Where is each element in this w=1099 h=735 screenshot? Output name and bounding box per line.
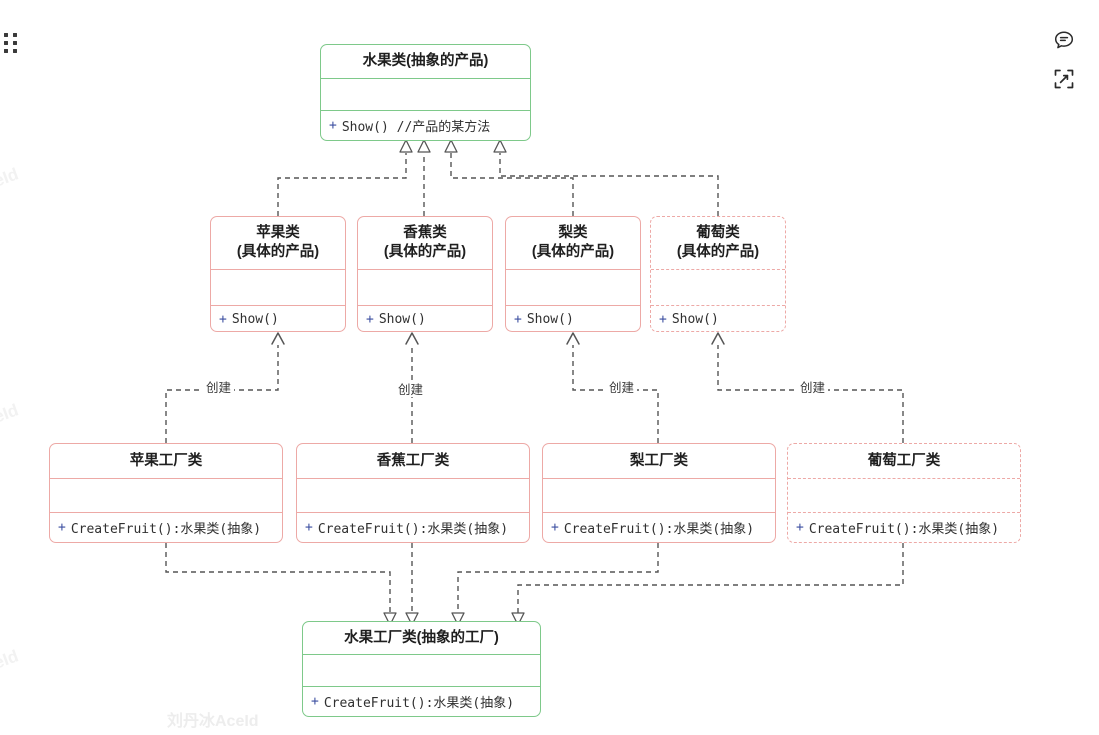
class-box-factory-apple[interactable]: 苹果工厂类 + CreateFruit():水果类(抽象) [49, 443, 283, 543]
visibility-marker: + [551, 519, 559, 535]
visibility-marker: + [311, 693, 319, 709]
class-attributes-product-grape [651, 269, 785, 305]
class-box-abstract-factory[interactable]: 水果工厂类(抽象的工厂) + CreateFruit():水果类(抽象) [302, 621, 541, 717]
visibility-marker: + [305, 519, 313, 535]
class-operations-product-grape: + Show() [651, 305, 785, 331]
operation-text: CreateFruit():水果类(抽象) [317, 521, 509, 537]
visibility-marker: + [366, 312, 374, 327]
class-operations-product-pear: + Show() [506, 305, 640, 331]
class-operations-abstract-product: + Show() //产品的某方法 [321, 110, 530, 140]
dot [4, 33, 8, 37]
class-attributes-factory-grape [788, 478, 1020, 512]
dot [13, 49, 17, 53]
class-name-line1: 香蕉类 [403, 225, 447, 241]
watermark-left-2: eId [0, 400, 21, 427]
class-name-product-banana: 香蕉类 (具体的产品) [358, 217, 492, 269]
operation-text: CreateFruit():水果类(抽象) [563, 521, 755, 537]
operation-text: Show() [671, 312, 719, 327]
watermark-left-3: eId [0, 646, 21, 673]
class-box-product-grape[interactable]: 葡萄类 (具体的产品) + Show() [650, 216, 786, 332]
operation-text: Show() [378, 312, 426, 327]
class-name-abstract-product: 水果类(抽象的产品) [362, 53, 489, 69]
operation-text: Show() [231, 312, 279, 327]
class-operations-factory-banana: + CreateFruit():水果类(抽象) [297, 512, 529, 541]
class-attributes-product-apple [211, 269, 345, 305]
class-name-product-grape: 葡萄类 (具体的产品) [651, 217, 785, 269]
class-operations-factory-grape: + CreateFruit():水果类(抽象) [788, 512, 1020, 541]
class-operations-abstract-factory: + CreateFruit():水果类(抽象) [303, 686, 540, 715]
class-operations-product-banana: + Show() [358, 305, 492, 331]
visibility-marker: + [219, 312, 227, 327]
class-box-product-pear[interactable]: 梨类 (具体的产品) + Show() [505, 216, 641, 332]
class-name-abstract-factory: 水果工厂类(抽象的工厂) [344, 629, 499, 646]
visibility-marker: + [514, 312, 522, 327]
dot [13, 33, 17, 37]
edge-label-create-grape: 创建 [797, 381, 829, 395]
class-attributes-factory-banana [297, 478, 529, 512]
class-box-factory-pear[interactable]: 梨工厂类 + CreateFruit():水果类(抽象) [542, 443, 776, 543]
operation-text: Show() //产品的某方法 [341, 120, 491, 135]
operation-text: CreateFruit():水果类(抽象) [323, 695, 515, 711]
class-name-factory-banana: 香蕉工厂类 [376, 452, 450, 469]
class-operations-factory-pear: + CreateFruit():水果类(抽象) [543, 512, 775, 541]
class-attributes-abstract-factory [303, 654, 540, 686]
dot [4, 41, 8, 45]
class-name-line2: (具体的产品) [236, 244, 320, 260]
class-name-factory-apple: 苹果工厂类 [129, 452, 203, 469]
fullscreen-expand-icon[interactable] [1051, 66, 1077, 92]
dot [4, 49, 8, 53]
class-box-factory-banana[interactable]: 香蕉工厂类 + CreateFruit():水果类(抽象) [296, 443, 530, 543]
class-attributes-factory-apple [50, 478, 282, 512]
class-attributes-product-pear [506, 269, 640, 305]
dot [13, 41, 17, 45]
class-operations-factory-apple: + CreateFruit():水果类(抽象) [50, 512, 282, 541]
class-name-line1: 苹果类 [256, 225, 300, 241]
watermark-main: 刘丹冰AceId [167, 713, 259, 730]
comment-bubble-icon[interactable] [1051, 28, 1077, 54]
class-name-factory-grape: 葡萄工厂类 [867, 452, 941, 469]
class-name-line1: 梨类 [558, 225, 588, 241]
operation-text: CreateFruit():水果类(抽象) [70, 521, 262, 537]
edge-label-create-pear: 创建 [606, 381, 638, 395]
visibility-marker: + [58, 519, 66, 535]
class-operations-product-apple: + Show() [211, 305, 345, 331]
class-name-line2: (具体的产品) [531, 244, 615, 260]
class-attributes-product-banana [358, 269, 492, 305]
class-box-abstract-product[interactable]: 水果类(抽象的产品) + Show() //产品的某方法 [320, 44, 531, 141]
class-attributes-abstract-product [321, 78, 530, 110]
visibility-marker: + [659, 312, 667, 327]
operation-text: Show() [526, 312, 574, 327]
drag-handle-dots[interactable] [4, 33, 18, 55]
class-name-line1: 葡萄类 [696, 225, 740, 241]
class-attributes-factory-pear [543, 478, 775, 512]
class-box-factory-grape[interactable]: 葡萄工厂类 + CreateFruit():水果类(抽象) [787, 443, 1021, 543]
edge-label-create-banana: 创建 [395, 383, 427, 397]
class-name-line2: (具体的产品) [383, 244, 467, 260]
visibility-marker: + [329, 118, 337, 133]
operation-text: CreateFruit():水果类(抽象) [808, 521, 1000, 537]
class-box-product-apple[interactable]: 苹果类 (具体的产品) + Show() [210, 216, 346, 332]
watermark-left-1: eId [0, 164, 21, 191]
class-name-product-apple: 苹果类 (具体的产品) [211, 217, 345, 269]
class-box-product-banana[interactable]: 香蕉类 (具体的产品) + Show() [357, 216, 493, 332]
class-name-line2: (具体的产品) [676, 244, 760, 260]
class-name-factory-pear: 梨工厂类 [630, 452, 688, 469]
visibility-marker: + [796, 519, 804, 535]
edge-label-create-apple: 创建 [203, 381, 235, 395]
class-name-product-pear: 梨类 (具体的产品) [506, 217, 640, 269]
